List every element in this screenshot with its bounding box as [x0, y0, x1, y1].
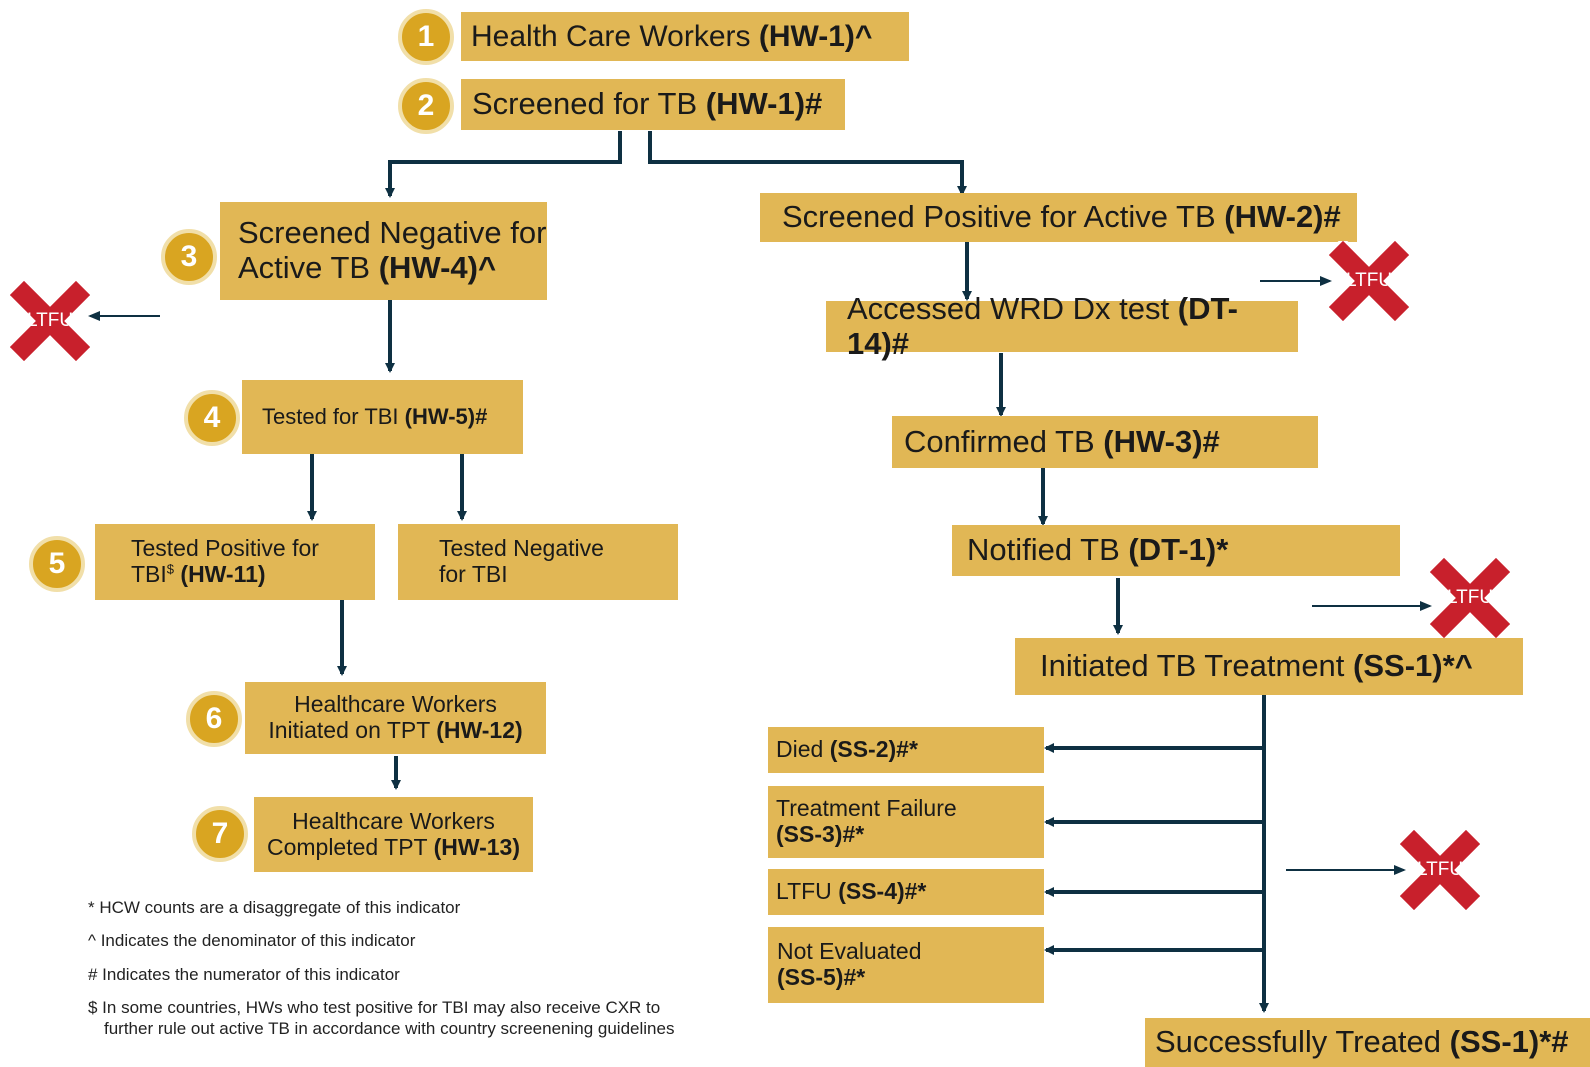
node-code: (SS-2)#*	[829, 736, 918, 763]
ltfu-label: LTFU	[1345, 270, 1393, 291]
node-label: Health Care Workers	[471, 19, 751, 53]
ltfu-x-icon: LTFU	[5, 276, 95, 366]
node-code: (SS-1)*^	[1353, 648, 1473, 684]
node-code: (HW-5)#	[404, 403, 488, 429]
footnote-marker: $	[166, 561, 175, 577]
node-code: (HW-2)#	[1224, 199, 1341, 235]
node-died: Died (SS-2)#*	[768, 727, 1044, 773]
node-label-line2: Active TB	[238, 250, 371, 285]
legend-notes: * HCW counts are a disaggregate of this …	[88, 898, 708, 1052]
note-asterisk: * HCW counts are a disaggregate of this …	[88, 898, 461, 917]
node-code: (HW-12)	[436, 717, 523, 743]
node-tested-for-tbi: Tested for TBI (HW-5)#	[242, 380, 523, 454]
arrow-screened-to-positive	[648, 131, 967, 196]
node-code: (HW-3)#	[1103, 423, 1220, 459]
node-label-line1: Healthcare Workers	[294, 691, 497, 718]
node-screened-for-tb: Screened for TB (HW-1)#	[461, 79, 845, 130]
node-label-line1: Screened Negative for	[238, 215, 547, 251]
node-code: (SS-3)#*	[776, 821, 865, 847]
node-label: Died	[776, 736, 824, 763]
node-code: (DT-14)#	[847, 290, 1239, 361]
note-hash: # Indicates the numerator of this indica…	[88, 964, 400, 984]
node-initiated-treatment: Initiated TB Treatment (SS-1)*^	[1015, 638, 1523, 695]
step-6-badge: 6	[186, 691, 242, 747]
note-caret: ^ Indicates the denominator of this indi…	[88, 931, 416, 951]
node-not-evaluated: Not Evaluated(SS-5)#*	[768, 927, 1044, 1003]
node-code: (HW-1)^	[758, 19, 873, 53]
step-3-badge: 3	[161, 229, 217, 285]
node-label: Not Evaluated	[777, 938, 922, 965]
ltfu-label: LTFU	[1446, 587, 1494, 608]
node-label: Treatment Failure	[776, 795, 957, 822]
node-treatment-failure: Treatment Failure(SS-3)#*	[768, 786, 1044, 858]
node-label-line2: for TBI	[439, 561, 508, 587]
node-label: Tested for TBI	[262, 403, 399, 429]
node-code: (HW-4)^	[378, 250, 497, 285]
node-label-line1: Healthcare Workers	[292, 807, 495, 834]
step-1-badge: 1	[398, 9, 454, 65]
node-label-line2: Initiated on TPT	[268, 717, 430, 743]
ltfu-x-icon: LTFU	[1324, 236, 1414, 326]
node-label-line2: TBI	[131, 561, 167, 587]
node-code: (DT-1)*	[1128, 532, 1229, 568]
node-code: (HW-1)#	[705, 86, 823, 122]
node-code: (HW-11)	[180, 561, 266, 587]
ltfu-label: LTFU	[26, 310, 74, 331]
node-label-line1: Tested Positive for	[131, 535, 319, 562]
ltfu-x-icon: LTFU	[1425, 553, 1515, 643]
node-code: (HW-13)	[433, 833, 521, 860]
node-label: LTFU	[776, 878, 832, 905]
node-code: (SS-5)#*	[777, 964, 866, 990]
node-label: Screened Positive for Active TB	[782, 199, 1216, 235]
node-successfully-treated: Successfully Treated (SS-1)*#	[1145, 1018, 1590, 1067]
node-accessed-wrd: Accessed WRD Dx test (DT-14)#	[826, 291, 1298, 360]
node-health-care-workers: Health Care Workers (HW-1)^	[461, 12, 909, 61]
node-ltfu-outcome: LTFU (SS-4)#*	[768, 869, 1044, 915]
step-2-badge: 2	[398, 78, 454, 134]
ltfu-label: LTFU	[1416, 859, 1464, 880]
node-label: Successfully Treated	[1155, 1024, 1442, 1060]
step-4-badge: 4	[184, 390, 240, 446]
node-label: Initiated TB Treatment	[1040, 648, 1345, 684]
step-7-badge: 7	[192, 806, 248, 862]
node-label: Accessed WRD Dx test	[847, 290, 1170, 326]
node-screened-positive: Screened Positive for Active TB (HW-2)#	[760, 193, 1357, 242]
step-5-badge: 5	[29, 536, 85, 592]
node-label: Confirmed TB	[904, 423, 1095, 459]
node-label-line2: Completed TPT	[266, 833, 428, 860]
node-notified-tb: Notified TB (DT-1)*	[952, 525, 1400, 576]
node-label-line1: Tested Negative	[439, 535, 604, 562]
ltfu-x-icon: LTFU	[1395, 825, 1485, 915]
note-dollar: $ In some countries, HWs who test positi…	[88, 998, 675, 1038]
node-code: (SS-4)#*	[838, 878, 927, 905]
node-label: Screened for TB	[472, 86, 698, 122]
node-label: Notified TB	[967, 532, 1120, 568]
arrow-screened-to-negative	[385, 131, 622, 198]
node-code: (SS-1)*#	[1449, 1024, 1569, 1060]
node-confirmed-tb: Confirmed TB (HW-3)#	[892, 416, 1318, 468]
